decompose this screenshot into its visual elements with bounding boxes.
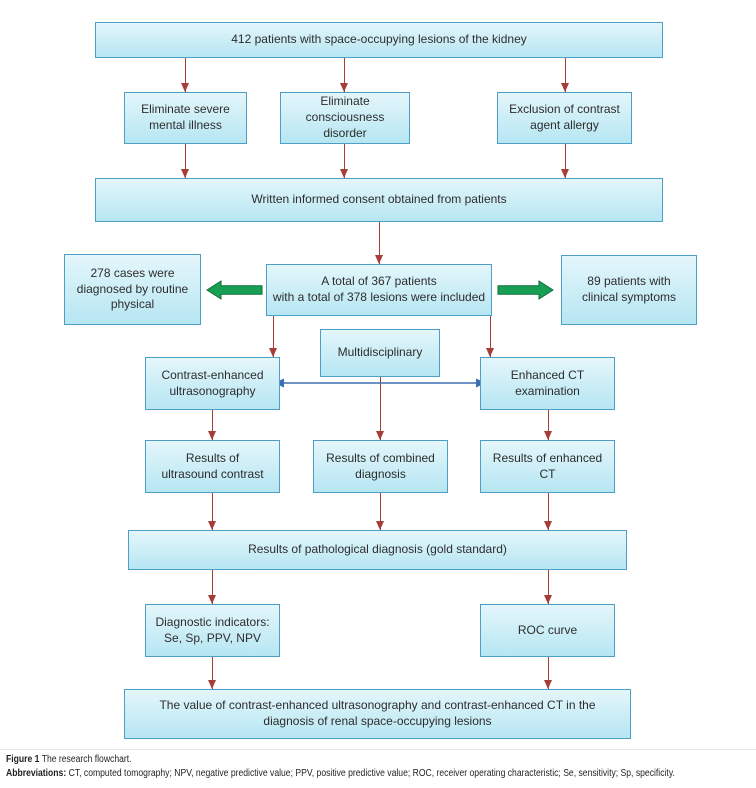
figure-label: Figure 1 [6,754,40,765]
right-block-arrow-icon [497,280,554,300]
down-arrow-icon [208,493,216,530]
down-arrow-icon [544,493,552,530]
caption-line: Figure 1 The research flowchart. [6,753,651,767]
down-arrow-icon [544,570,552,604]
down-arrow-icon [208,570,216,604]
node-results-ultrasound-contrast: Results of ultrasound contrast [145,440,280,493]
double-arrow-icon [274,378,486,388]
caption-text: The research flowchart. [41,754,132,765]
down-arrow-icon [375,222,383,264]
node-exclusion-contrast-allergy: Exclusion of contrast agent allergy [497,92,632,144]
down-arrow-icon [181,58,189,92]
left-block-arrow-icon [206,280,263,300]
node-eliminate-mental-illness: Eliminate severe mental illness [124,92,247,144]
node-pathological-diagnosis: Results of pathological diagnosis (gold … [128,530,627,570]
abbreviations-note: Abbreviations: CT, computed tomography; … [6,767,675,781]
node-roc-curve: ROC curve [480,604,615,657]
down-arrow-icon [561,144,569,178]
node-diagnostic-indicators: Diagnostic indicators: Se, Sp, PPV, NPV [145,604,280,657]
down-arrow-icon [208,410,216,440]
node-results-combined-diagnosis: Results of combined diagnosis [313,440,448,493]
node-89-patients: 89 patients with clinical symptoms [561,255,697,325]
figure-divider [0,749,756,750]
down-arrow-icon [269,316,277,357]
node-informed-consent: Written informed consent obtained from p… [95,178,663,222]
down-arrow-icon [340,144,348,178]
node-value-conclusion: The value of contrast-enhanced ultrasono… [124,689,631,739]
down-arrow-icon [181,144,189,178]
node-contrast-enhanced-ultrasonography: Contrast-enhanced ultrasonography [145,357,280,410]
node-eliminate-consciousness-disorder: Eliminate consciousness disorder [280,92,410,144]
node-enhanced-ct-examination: Enhanced CT examination [480,357,615,410]
node-278-cases: 278 cases were diagnosed by routine phys… [64,254,201,325]
down-arrow-icon [340,58,348,92]
figure-caption: Figure 1 The research flowchart. Abbrevi… [6,753,675,781]
down-arrow-icon [376,493,384,530]
down-arrow-icon [486,316,494,357]
node-367-patients-included: A total of 367 patients with a total of … [266,264,492,316]
abbreviations-text: CT, computed tomography; NPV, negative p… [68,767,675,779]
node-412-patients: 412 patients with space-occupying lesion… [95,22,663,58]
down-arrow-icon [208,657,216,689]
down-arrow-icon [376,377,384,440]
down-arrow-icon [544,410,552,440]
node-results-enhanced-ct: Results of enhanced CT [480,440,615,493]
abbreviations-label: Abbreviations: [6,767,67,779]
node-multidisciplinary: Multidisciplinary [320,329,440,377]
down-arrow-icon [561,58,569,92]
down-arrow-icon [544,657,552,689]
